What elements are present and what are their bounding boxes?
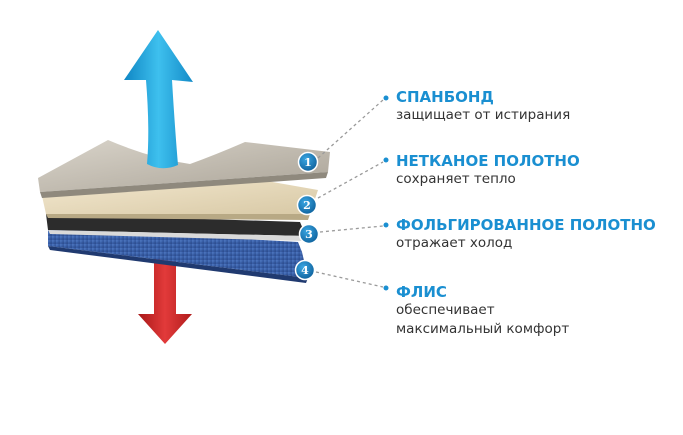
leader-dot-1 [383,95,389,101]
layer-nonwoven [42,178,318,220]
leader-line-4 [315,271,384,288]
leader-line-2 [317,161,384,199]
up-arrow-icon [124,30,193,169]
badge-4: 4 [294,259,316,281]
badge-number: 2 [303,199,311,212]
layer-fleece [48,228,308,283]
layer-foil [46,214,306,241]
badge-1: 1 [297,151,319,173]
layer-label-spunbond: СПАНБОНД защищает от истирания [396,88,570,125]
layer-description: обеспечивает [396,302,495,318]
leader-lines [315,99,384,288]
layer-label-foil: ФОЛЬГИРОВАННОЕ ПОЛОТНО отражает холод [396,216,656,253]
layer-description: максимальный комфорт [396,321,570,337]
layer-title: ФОЛЬГИРОВАННОЕ ПОЛОТНО [396,216,656,234]
layer-label-fleece: ФЛИС обеспечивает максимальный комфорт [396,283,569,339]
badge-number: 3 [305,228,313,241]
down-arrow-icon [138,258,192,344]
leader-line-1 [317,99,384,159]
badge-3: 3 [298,223,320,245]
layer-label-nonwoven: НЕТКАНОЕ ПОЛОТНО сохраняет тепло [396,152,580,189]
layer-title: НЕТКАНОЕ ПОЛОТНО [396,152,580,170]
leader-line-3 [319,225,384,233]
leader-dot-3 [383,222,389,228]
leader-dot-4 [383,285,389,291]
leader-dot-2 [383,157,389,163]
badge-number: 4 [301,264,309,277]
layer-description: защищает от истирания [396,107,571,123]
badge-number: 1 [304,156,312,169]
badge-2: 2 [296,194,318,216]
layer-description: отражает холод [396,235,513,251]
layer-title: ФЛИС [396,283,447,301]
leader-dots [383,95,389,291]
layer-spunbond [38,140,330,198]
layer-title: СПАНБОНД [396,88,494,106]
layer-description: сохраняет тепло [396,171,516,187]
